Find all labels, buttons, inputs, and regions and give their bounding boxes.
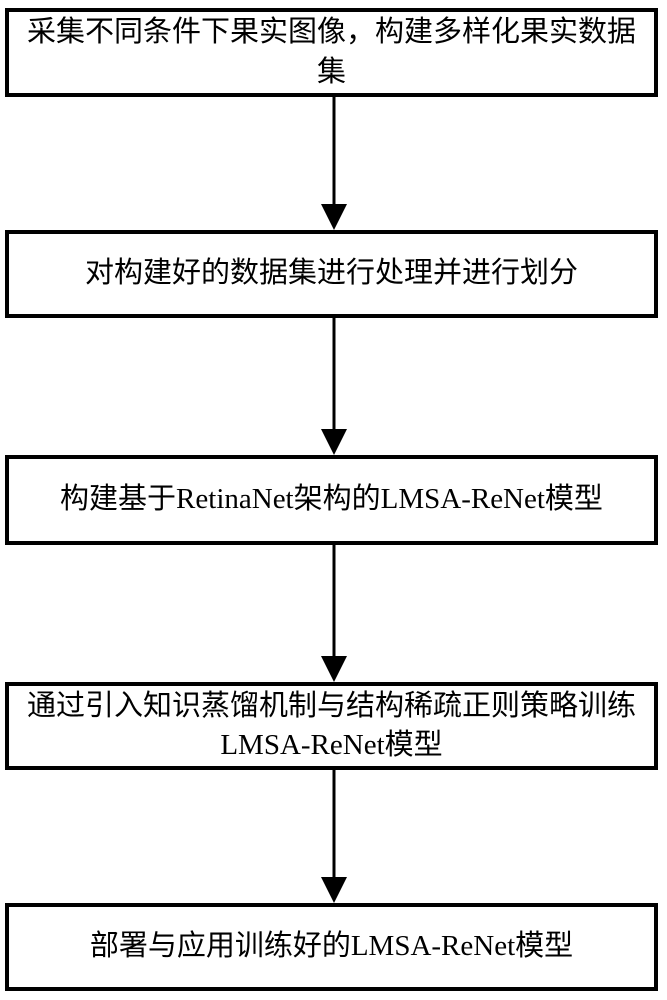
flow-arrow-2-3 <box>321 318 347 455</box>
flow-step-build-model-label: 构建基于RetinaNet架构的LMSA-ReNet模型 <box>60 483 603 516</box>
arrow-head-down-icon <box>321 877 347 903</box>
flow-step-build-model: 构建基于RetinaNet架构的LMSA-ReNet模型 <box>5 455 658 545</box>
flow-step-process-split-dataset: 对构建好的数据集进行处理并进行划分 <box>5 230 658 318</box>
flow-step-deploy-model-label: 部署与应用训练好的LMSA-ReNet模型 <box>89 930 574 963</box>
arrow-shaft <box>332 97 336 206</box>
flow-step-collect-dataset-label: 采集不同条件下果实图像，构建多样化果实数据集 <box>26 16 636 88</box>
arrow-shaft <box>332 545 336 658</box>
arrow-head-down-icon <box>321 656 347 682</box>
flow-step-deploy-model: 部署与应用训练好的LMSA-ReNet模型 <box>5 903 658 991</box>
flow-step-collect-dataset: 采集不同条件下果实图像，构建多样化果实数据集 <box>5 8 658 97</box>
flow-step-train-model: 通过引入知识蒸馏机制与结构稀疏正则策略训练LMSA-ReNet模型 <box>5 682 658 770</box>
flow-arrow-3-4 <box>321 545 347 682</box>
flow-step-process-split-dataset-label: 对构建好的数据集进行处理并进行划分 <box>84 257 578 290</box>
arrow-head-down-icon <box>321 429 347 455</box>
flow-step-train-model-label: 通过引入知识蒸馏机制与结构稀疏正则策略训练LMSA-ReNet模型 <box>26 689 636 761</box>
arrow-head-down-icon <box>321 204 347 230</box>
flow-arrow-1-2 <box>321 97 347 230</box>
arrow-shaft <box>332 770 336 879</box>
arrow-shaft <box>332 318 336 431</box>
flow-arrow-4-5 <box>321 770 347 903</box>
